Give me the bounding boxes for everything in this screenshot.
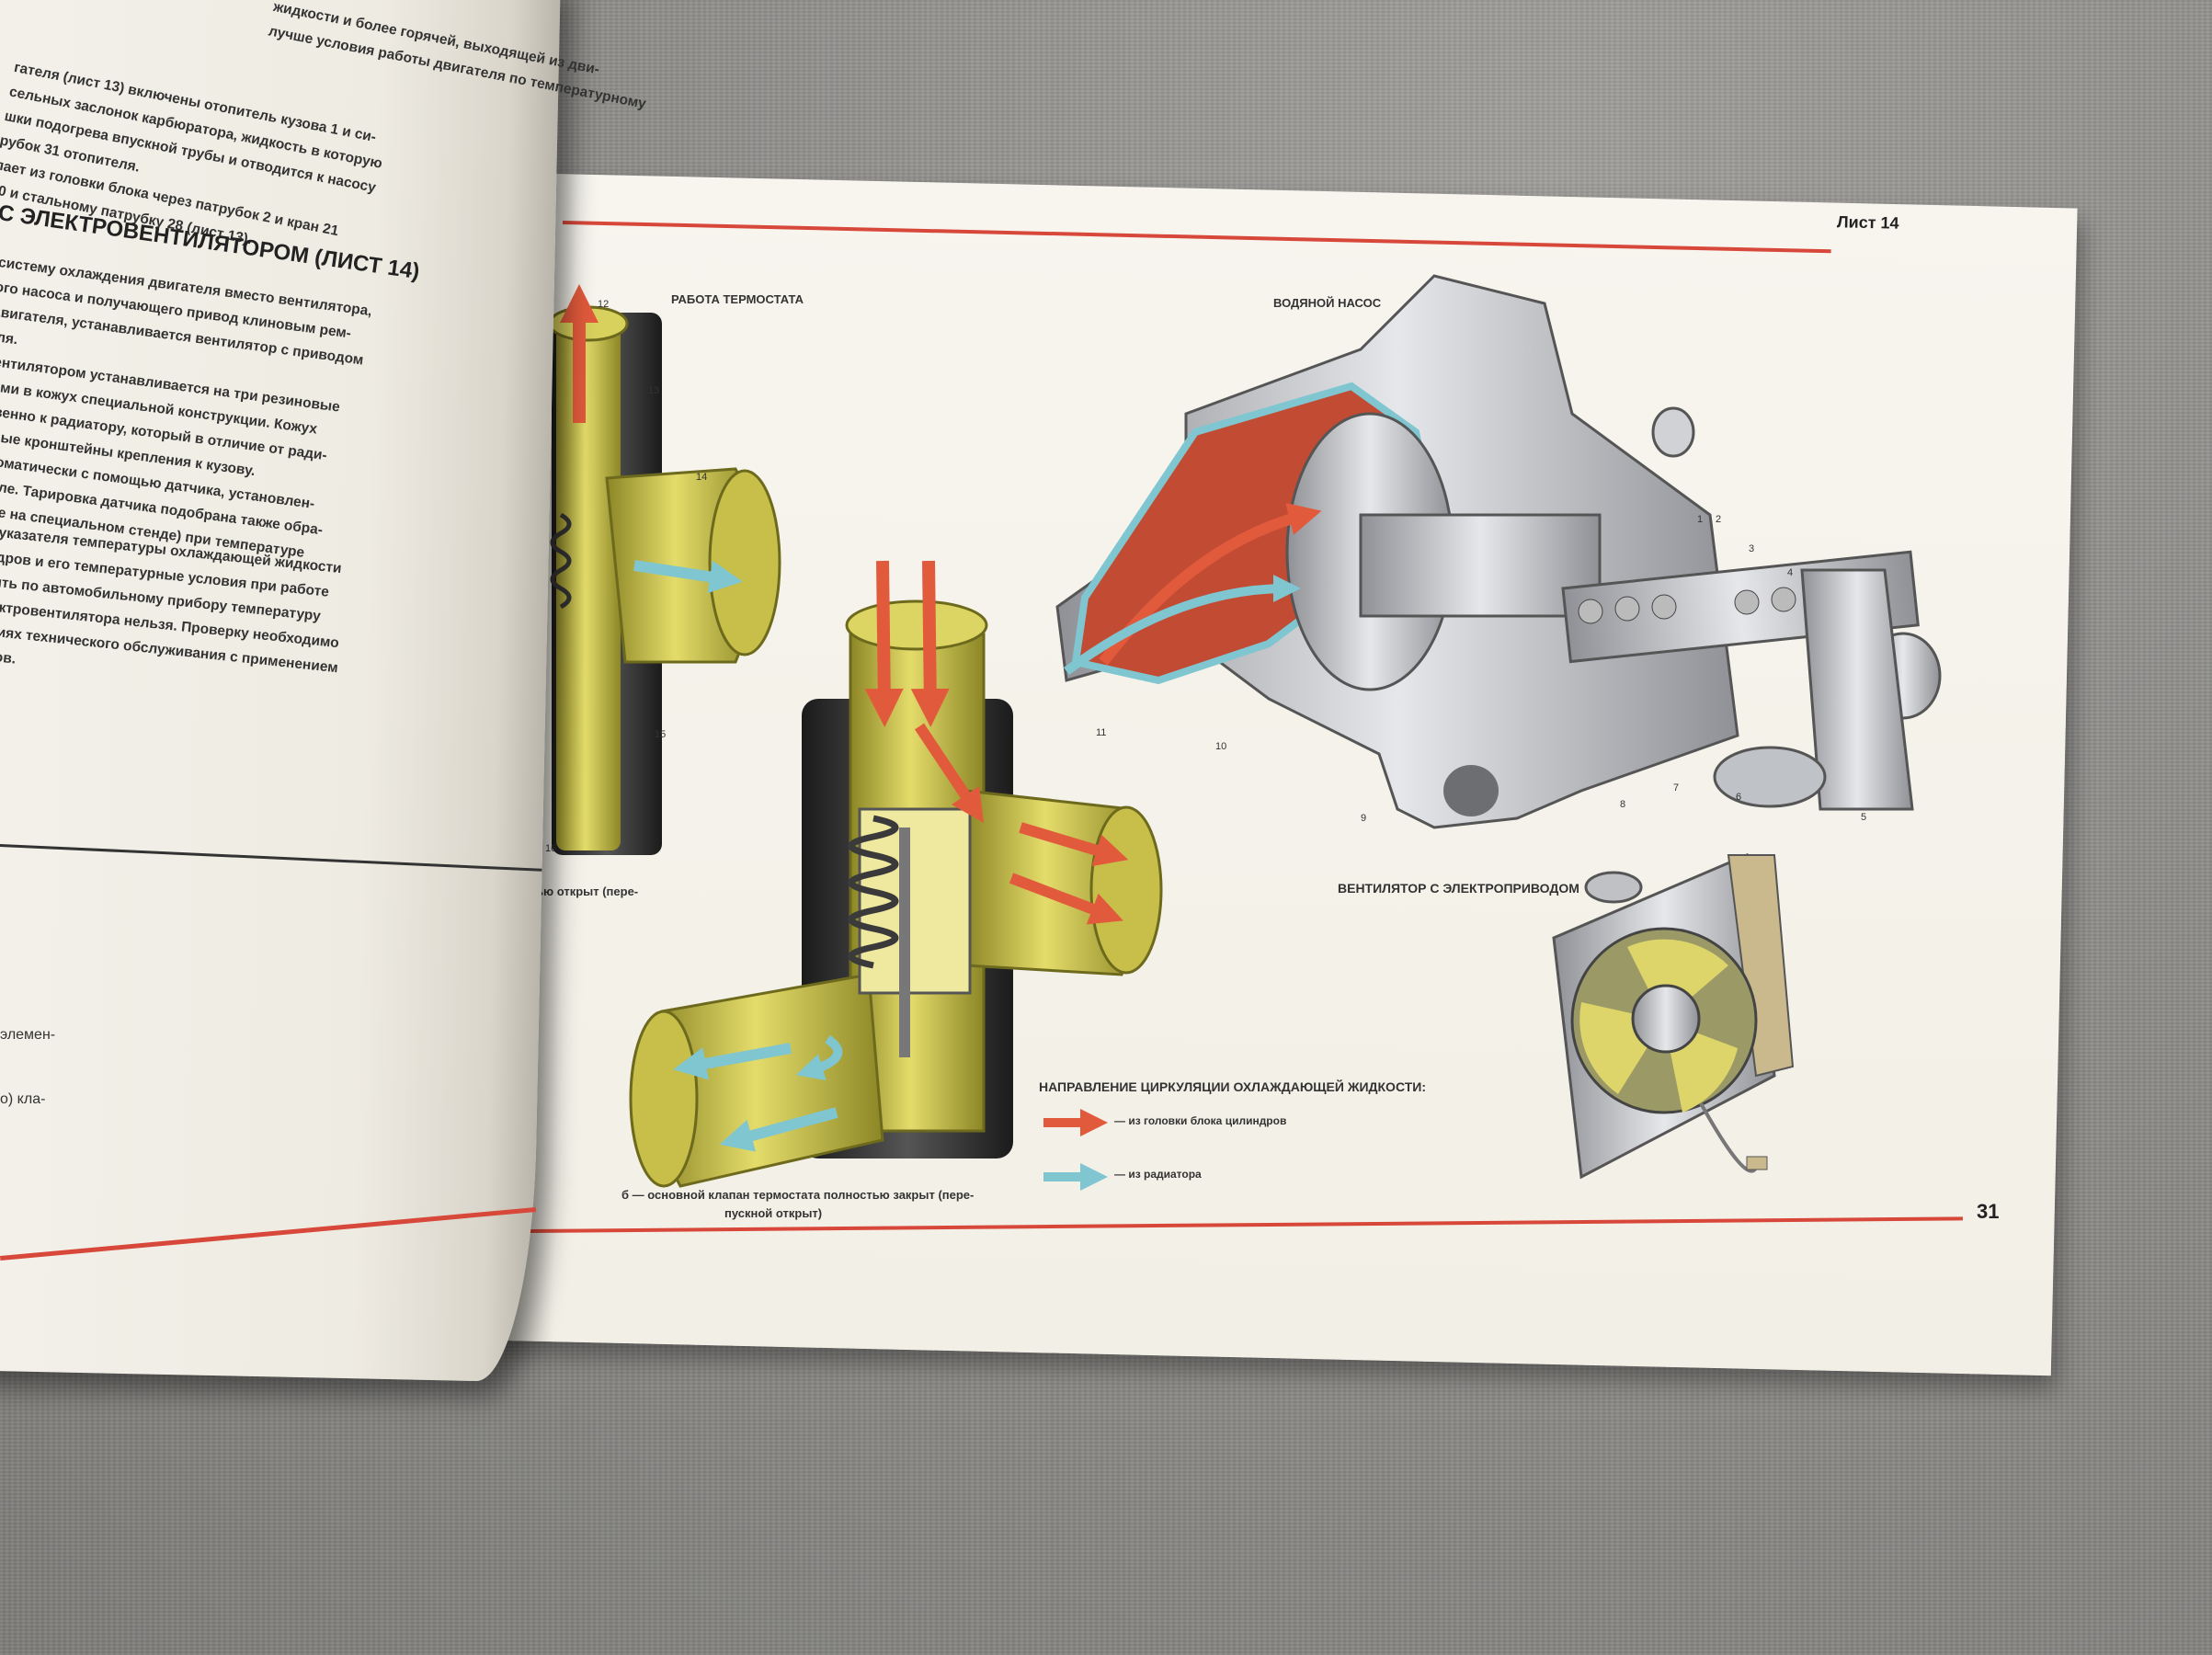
title-thermostat: работа термостата [671, 292, 804, 306]
callout-4: 4 [1787, 567, 1793, 578]
caption-a: ью открыт (пере- [536, 885, 639, 898]
caption-b-line2: пускной открыт) [724, 1206, 823, 1220]
water-pump-illustration [1055, 274, 1942, 829]
callout-7: 7 [1673, 782, 1679, 793]
left-fragment-2: о) кла- [0, 1091, 46, 1107]
title-fan: вентилятор с электроприводом [1338, 881, 1579, 896]
legend-title: Направление циркуляции охлаждающей жидко… [1039, 1079, 1426, 1094]
left-paragraph-2: систему охлаждения двигателя вместо вент… [0, 250, 373, 570]
caption-b-line1: б — основной клапан термостата полностью… [621, 1188, 975, 1202]
callout-1: 1 [1697, 514, 1703, 525]
legend-red-label: — из головки блока цилиндров [1114, 1114, 1287, 1127]
callout-15: 15 [655, 729, 666, 740]
pump-callouts: 1 2 3 4 5 6 7 8 9 10 11 [1096, 514, 1866, 824]
callout-14: 14 [696, 472, 707, 483]
callout-11: 11 [1096, 727, 1106, 738]
thermostat-b-illustration [629, 560, 1163, 1188]
callout-3: 3 [1749, 543, 1754, 554]
page-number: 31 [1977, 1200, 2000, 1223]
left-fragment-1: элемен- [0, 1027, 56, 1043]
callout-6: 6 [1736, 792, 1741, 803]
thermostat-a-illustration [548, 284, 781, 855]
callout-5: 5 [1861, 812, 1866, 823]
callout-9: 9 [1361, 813, 1366, 824]
callout-12: 12 [598, 299, 609, 310]
title-pump: водяной насос [1273, 296, 1382, 310]
callout-13: 13 [648, 385, 659, 396]
thermostat-callouts: 12 13 14 15 16 [545, 299, 707, 854]
callout-8: 8 [1620, 799, 1625, 810]
electric-fan-illustration [1552, 852, 1795, 1180]
callout-2: 2 [1716, 514, 1721, 525]
callout-10: 10 [1215, 741, 1226, 752]
legend-blue-label: — из радиатора [1114, 1168, 1202, 1181]
callout-16: 16 [545, 843, 556, 854]
